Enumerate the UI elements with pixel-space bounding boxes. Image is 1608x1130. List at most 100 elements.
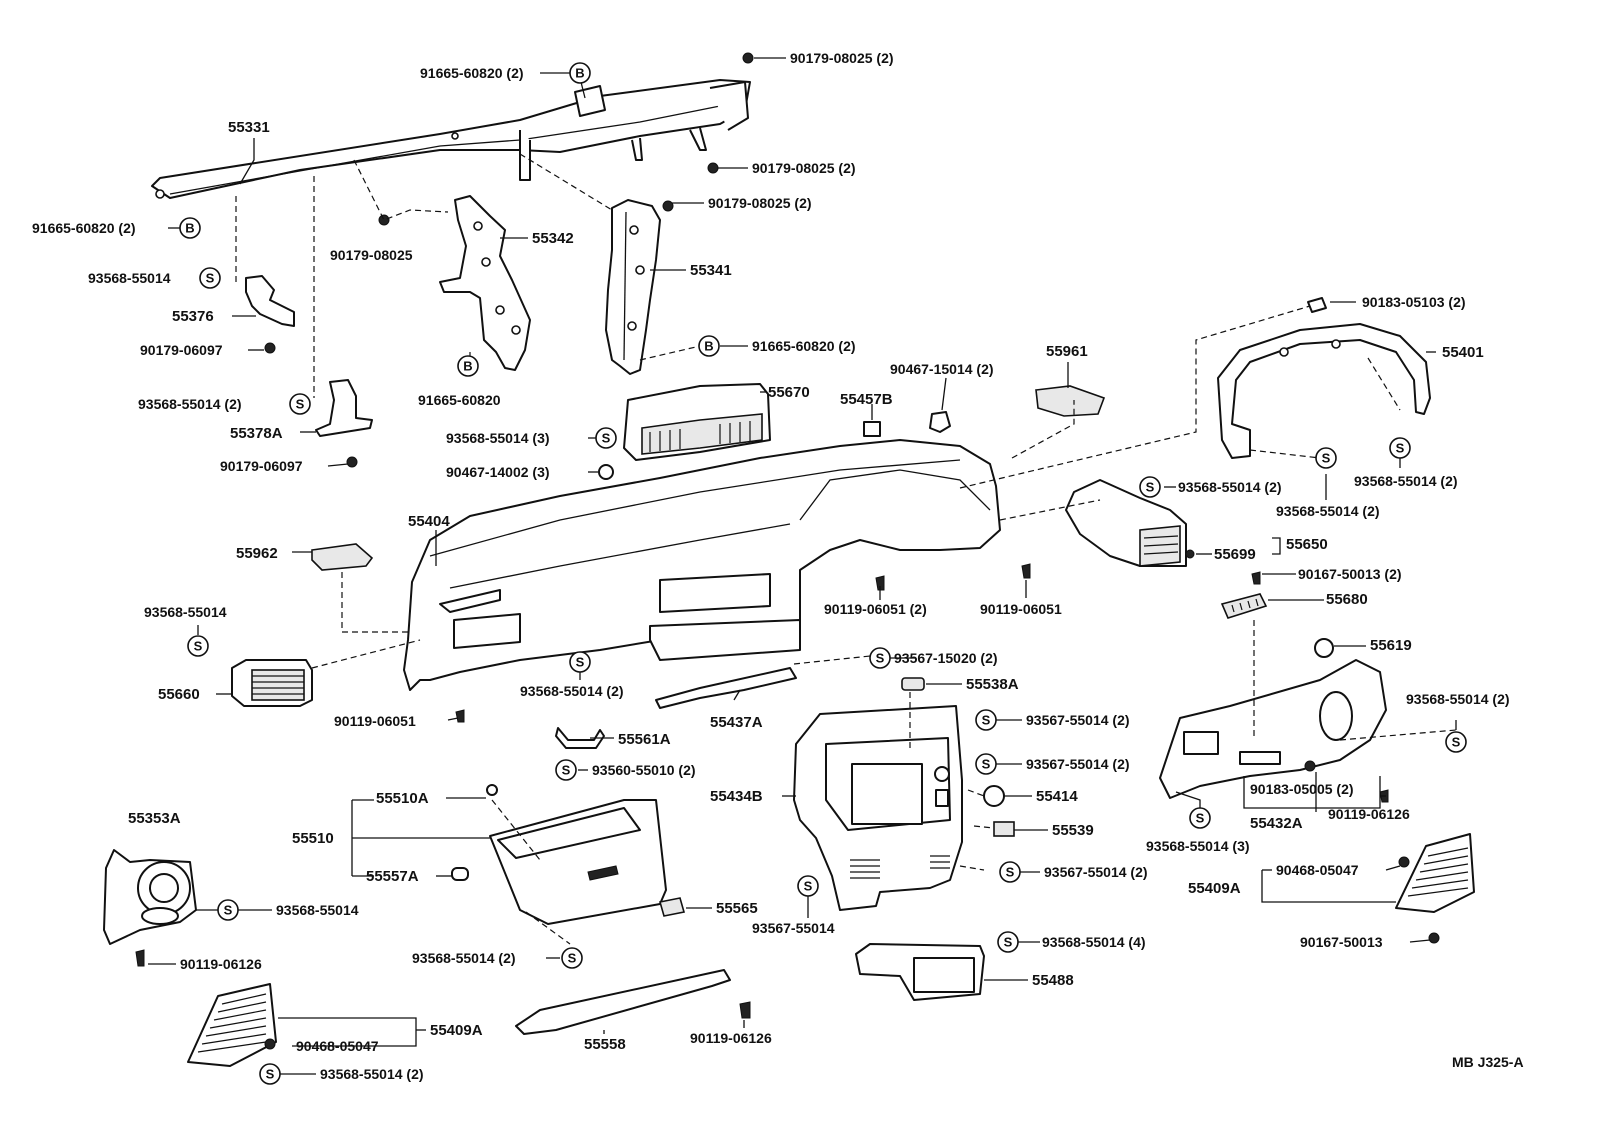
callout-s-16: S (797, 875, 819, 897)
callout-s-15: S (999, 861, 1021, 883)
part-55558-support-bar (515, 969, 731, 1035)
label-90179-08025: 90179-08025 (330, 247, 413, 263)
label-90119-06051-2: 90119-06051 (2) (824, 601, 927, 617)
label-91665-60820-2-top: 91665-60820 (2) (420, 65, 524, 81)
callout-symbols: B B B B S S S S S S S S S S S S S S S S … (179, 62, 1467, 1085)
label-55376: 55376 (172, 308, 214, 325)
svg-text:S: S (982, 713, 991, 728)
svg-text:S: S (602, 431, 611, 446)
part-55510A-bumper (486, 784, 498, 796)
part-55342-bracket (439, 195, 531, 371)
label-93567-55014-2-a: 93567-55014 (2) (1026, 712, 1130, 728)
label-55353A: 55353A (128, 810, 181, 827)
part-55538A-clip (901, 677, 925, 691)
label-55401: 55401 (1442, 344, 1484, 361)
svg-text:S: S (296, 397, 305, 412)
label-93567-55014-2-c: 93567-55014 (2) (1044, 864, 1148, 880)
label-55558: 55558 (584, 1036, 626, 1053)
label-55457B: 55457B (840, 391, 893, 408)
part-55565-clip (658, 897, 686, 917)
svg-text:B: B (185, 221, 194, 236)
label-55341: 55341 (690, 262, 732, 279)
fasteners (135, 52, 1440, 1050)
svg-text:B: B (575, 66, 584, 81)
label-55404: 55404 (408, 513, 450, 530)
callout-b-2: B (179, 217, 201, 239)
label-90183-05005-2: 90183-05005 (2) (1250, 781, 1354, 797)
label-93568-55014-a: 93568-55014 (88, 270, 171, 286)
label-55650: 55650 (1286, 536, 1328, 553)
label-55557A: 55557A (366, 868, 419, 885)
svg-text:S: S (194, 639, 203, 654)
label-91665-60820: 91665-60820 (418, 392, 501, 408)
label-55414: 55414 (1036, 788, 1078, 805)
callout-s-20: S (259, 1063, 281, 1085)
label-55331: 55331 (228, 119, 270, 136)
label-90468-05047-a: 90468-05047 (1276, 862, 1359, 878)
callout-s-2: S (289, 393, 311, 415)
part-55437A-bracket (655, 667, 797, 709)
label-93568-55014-2-f: 93568-55014 (2) (1406, 691, 1510, 707)
svg-text:S: S (1196, 811, 1205, 826)
callout-s-9: S (569, 651, 591, 673)
label-55619: 55619 (1370, 637, 1412, 654)
label-90467-14002-3: 90467-14002 (3) (446, 464, 550, 480)
label-90119-06126-b: 90119-06126 (180, 956, 262, 972)
label-55409A-b: 55409A (430, 1022, 483, 1039)
label-90179-06097-b: 90179-06097 (220, 458, 303, 474)
svg-text:S: S (1006, 865, 1015, 880)
label-55561A: 55561A (618, 731, 671, 748)
label-93568-55014-3-b: 93568-55014 (3) (1146, 838, 1250, 854)
part-55557A-stopper (451, 867, 469, 881)
diagram-id: MB J325-A (1452, 1054, 1524, 1070)
callout-s-17: S (217, 899, 239, 921)
part-55414-knob (983, 785, 1005, 807)
label-93568-55014-c: 93568-55014 (276, 902, 359, 918)
part-55434B-center-bezel (793, 705, 963, 911)
part-90183-05103-clip (1307, 297, 1327, 313)
label-93568-55014-2-a: 93568-55014 (2) (138, 396, 242, 412)
part-55650-side-vent (1065, 479, 1187, 567)
svg-text:S: S (206, 271, 215, 286)
part-55378A-bracket (315, 379, 373, 437)
part-55409A-right-grille (1395, 833, 1475, 913)
svg-text:S: S (562, 763, 571, 778)
label-55437A: 55437A (710, 714, 763, 731)
svg-text:S: S (1452, 735, 1461, 750)
callout-b-4: B (457, 355, 479, 377)
label-90119-06126-a: 90119-06126 (1328, 806, 1410, 822)
callout-s-1: S (199, 267, 221, 289)
label-90179-08025-2-b: 90179-08025 (2) (752, 160, 856, 176)
label-93568-55014-2-e: 93568-55014 (2) (520, 683, 624, 699)
callout-s-3: S (595, 427, 617, 449)
label-90167-50013-2: 90167-50013 (2) (1298, 566, 1402, 582)
label-55670: 55670 (768, 384, 810, 401)
part-55457B-clip (863, 421, 881, 437)
part-55962-speaker-grille (311, 543, 374, 571)
label-90468-05047-b: 90468-05047 (296, 1038, 379, 1054)
part-55401-cluster-hood (1217, 323, 1431, 459)
label-90179-08025-2-a: 90179-08025 (2) (790, 50, 894, 66)
part-55488-pocket (855, 943, 985, 1001)
part-55376-clip (245, 275, 295, 327)
part-55660-left-vent (231, 659, 313, 707)
callout-s-14: S (1189, 807, 1211, 829)
label-91665-60820-2-left: 91665-60820 (2) (32, 220, 136, 236)
part-55670-center-vent (623, 383, 771, 461)
label-55680: 55680 (1326, 591, 1368, 608)
callout-b-1: B (569, 62, 591, 84)
callout-s-13: S (555, 759, 577, 781)
label-93568-55014-b: 93568-55014 (144, 604, 227, 620)
callout-s-8: S (869, 647, 891, 669)
part-55619-knob (1314, 638, 1334, 658)
svg-text:S: S (224, 903, 233, 918)
svg-text:S: S (568, 951, 577, 966)
callout-s-6: S (1389, 437, 1411, 459)
svg-text:S: S (982, 757, 991, 772)
label-93568-55014-2-c: 93568-55014 (2) (1354, 473, 1458, 489)
callout-b-3: B (698, 335, 720, 357)
label-90119-06126-c: 90119-06126 (690, 1030, 772, 1046)
label-55432A: 55432A (1250, 815, 1303, 832)
callout-s-4: S (1139, 476, 1161, 498)
